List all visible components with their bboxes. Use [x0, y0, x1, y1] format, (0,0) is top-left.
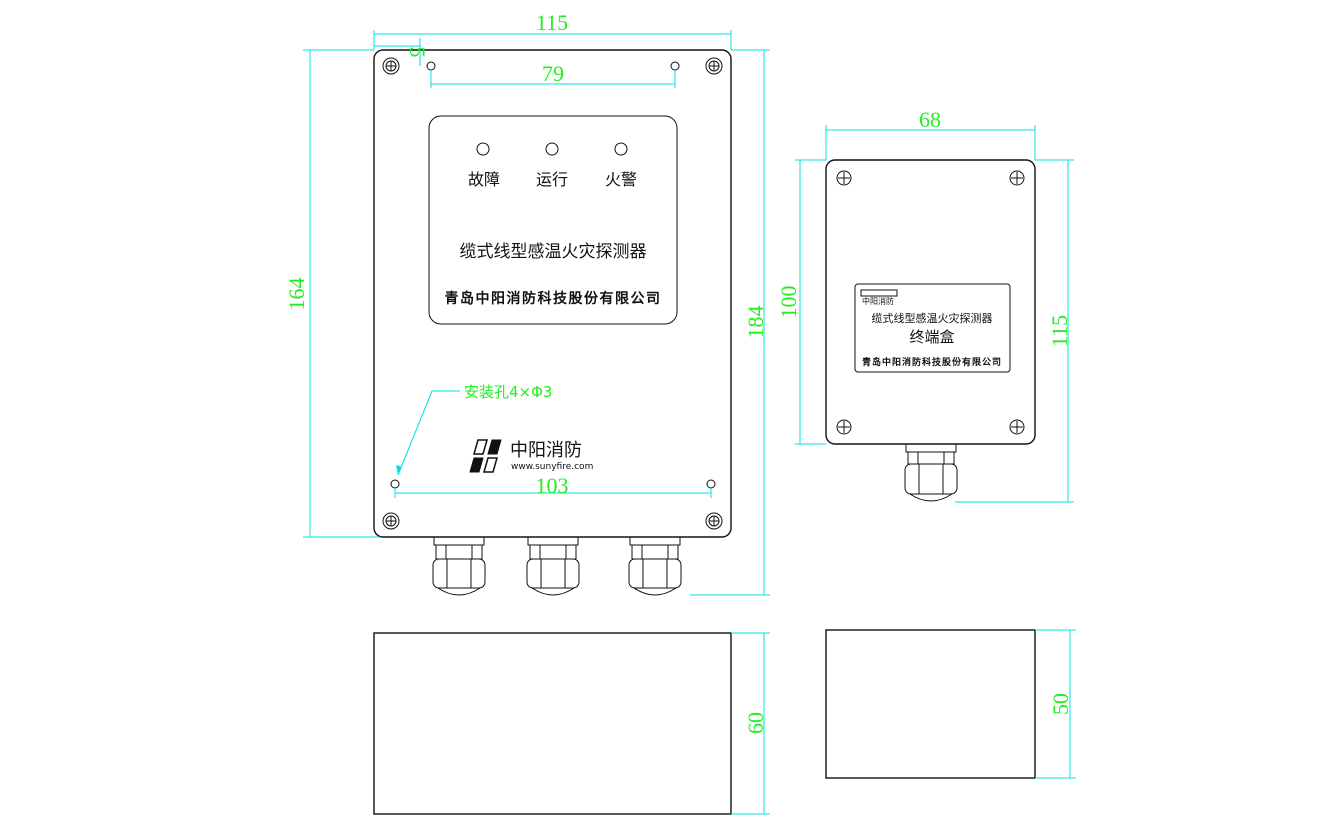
- dim-end-depth: 50: [1048, 693, 1073, 715]
- end-box-outline: [825, 159, 1036, 445]
- dim-top-hole-spacing: 79: [542, 61, 564, 86]
- corner-screw-bottom-right: [705, 512, 723, 530]
- indicator-label-fire: 火警: [605, 170, 637, 189]
- cable-gland-1: [432, 536, 486, 596]
- main-box-side-outline: [373, 632, 732, 815]
- corner-screw-top-right: [705, 57, 723, 75]
- dim-end-height: 100: [776, 286, 801, 319]
- end-screw-bottom-right: [1009, 419, 1025, 435]
- brand-logo-icon: [469, 439, 502, 473]
- mount-note-leader: [397, 390, 460, 476]
- end-screw-bottom-left: [836, 419, 852, 435]
- corner-screw-bottom-left: [382, 512, 400, 530]
- end-small-logo-icon: [860, 289, 898, 297]
- indicator-label-run: 运行: [536, 170, 568, 189]
- end-brand-small: 中阳消防: [862, 296, 894, 306]
- dim-hole-offset: 5: [405, 47, 430, 58]
- end-product-name: 缆式线型感温火灾探测器: [872, 311, 993, 325]
- led-run-icon: [545, 142, 559, 156]
- dim-main-depth: 60: [743, 712, 768, 734]
- main-box-dimensions: 115 5 79 164 184 103: [284, 10, 770, 596]
- indicator-label-fault: 故障: [468, 170, 500, 189]
- end-box-title: 终端盒: [909, 328, 954, 346]
- end-screw-top-left: [836, 170, 852, 186]
- end-label-panel: [854, 283, 1011, 373]
- dim-main-total-height: 184: [743, 306, 768, 339]
- dim-main-height: 164: [284, 278, 309, 311]
- brand-website: www.sunyfire.com: [511, 462, 593, 472]
- cable-gland-2: [526, 536, 580, 596]
- led-fire-icon: [614, 142, 628, 156]
- main-company-name: 青岛中阳消防科技股份有限公司: [445, 290, 662, 307]
- dim-end-width: 68: [919, 107, 941, 132]
- end-box-dimensions: 68 100 115: [776, 107, 1074, 503]
- cable-gland-3: [628, 536, 682, 596]
- main-box-front-view: 故障 运行 火警 缆式线型感温火灾探测器 青岛中阳消防科技股份有限公司 安装孔4…: [373, 49, 732, 596]
- dim-main-width: 115: [536, 10, 568, 35]
- led-fault-icon: [476, 142, 490, 156]
- end-company-name: 青岛中阳消防科技股份有限公司: [862, 356, 1002, 368]
- end-cable-gland: [904, 443, 958, 502]
- end-box-front-view: 中阳消防 缆式线型感温火灾探测器 终端盒 青岛中阳消防科技股份有限公司: [825, 159, 1036, 502]
- end-screw-top-right: [1009, 170, 1025, 186]
- main-product-name: 缆式线型感温火灾探测器: [460, 242, 647, 262]
- end-box-side-view: 50: [825, 629, 1076, 779]
- dim-bottom-hole-spacing: 103: [536, 473, 569, 498]
- mount-note-arrow: [396, 465, 402, 475]
- corner-screw-top-left: [382, 57, 400, 75]
- mount-hole-note: 安装孔4×Φ3: [464, 383, 552, 401]
- dim-end-total-height: 115: [1047, 315, 1072, 347]
- end-box-side-outline: [825, 629, 1036, 779]
- brand-name: 中阳消防: [510, 440, 582, 461]
- main-label-panel: [428, 115, 678, 325]
- main-box-side-view: 60: [373, 632, 770, 815]
